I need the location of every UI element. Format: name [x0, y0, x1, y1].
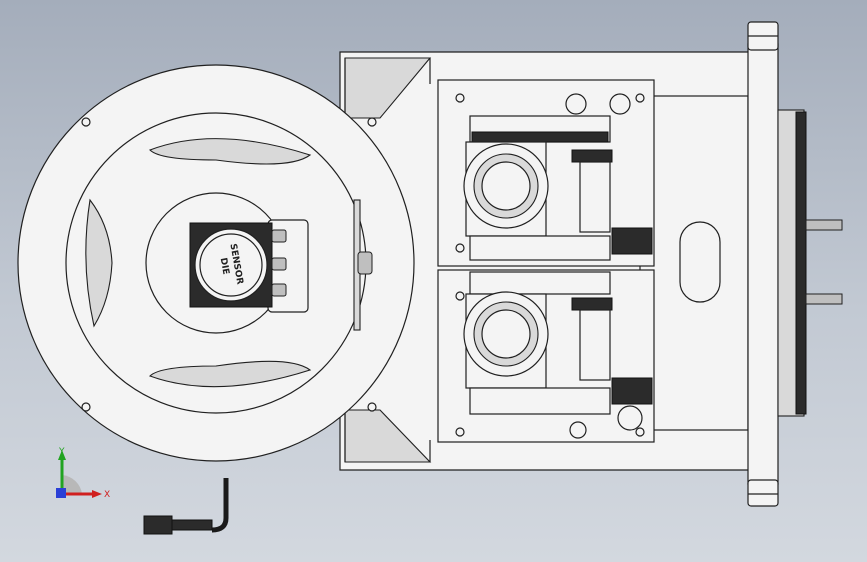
y-axis-label: Y: [58, 447, 65, 457]
x-axis-label: X: [104, 490, 110, 500]
motor-housing[interactable]: [639, 21, 843, 507]
sensor-cable[interactable]: [143, 478, 229, 535]
sensor-die[interactable]: SENSOR DIE: [189, 219, 309, 313]
die-label-line2: DIE: [218, 257, 231, 275]
drive-roll-lower[interactable]: [437, 269, 655, 443]
axis-triad: Y X: [56, 447, 110, 500]
mounting-studs: [805, 219, 843, 305]
drive-roll-upper[interactable]: [437, 79, 655, 267]
